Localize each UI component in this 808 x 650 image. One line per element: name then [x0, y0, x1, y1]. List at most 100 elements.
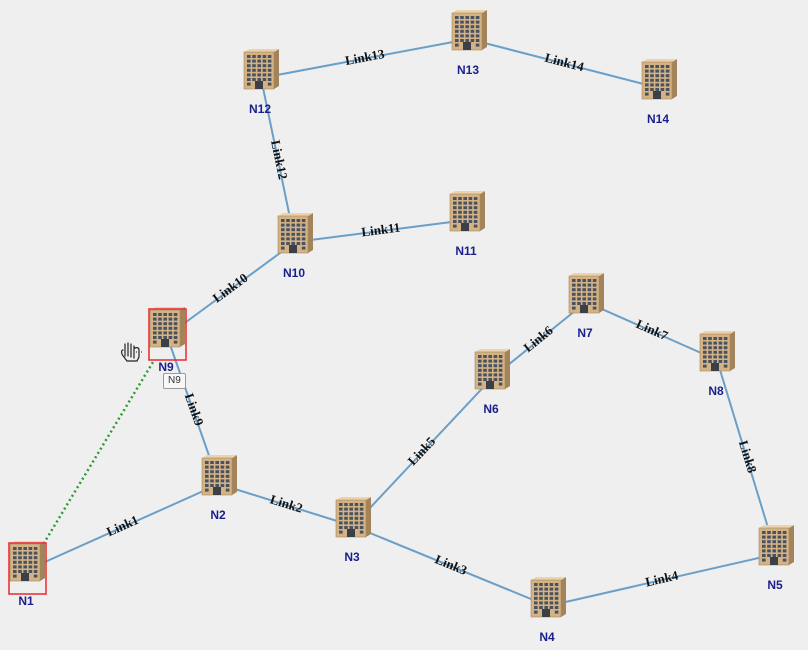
link-line[interactable] [585, 301, 718, 361]
building-window [460, 16, 464, 19]
link-label: Link9 [182, 391, 207, 428]
building-window [13, 570, 17, 573]
building-window [205, 479, 209, 483]
building-window [215, 474, 219, 478]
link-link5[interactable]: Link5 [352, 377, 493, 527]
link-line[interactable] [547, 553, 777, 607]
node-n12[interactable]: N12 [243, 49, 279, 116]
link-link14[interactable]: Link14 [468, 38, 660, 89]
building-door [486, 381, 494, 389]
link-label: Link6 [520, 322, 556, 355]
building-window [782, 540, 787, 544]
building-window [220, 484, 225, 487]
building-window [488, 364, 492, 368]
building-icon [449, 191, 485, 232]
node-n5[interactable]: N5 [758, 525, 794, 592]
link-link1[interactable]: Link1 [26, 483, 220, 571]
building-window [153, 336, 157, 339]
building-side [308, 213, 313, 253]
building-window [267, 64, 272, 68]
building-window [498, 373, 503, 377]
building-window [483, 368, 487, 372]
building-window [13, 574, 17, 578]
node-n4[interactable]: N4 [530, 577, 566, 644]
node-n8[interactable]: N8 [699, 331, 735, 398]
link-link3[interactable]: Link3 [352, 525, 549, 607]
building-window [473, 206, 478, 210]
link-link11[interactable]: Link11 [294, 219, 468, 243]
node-n9[interactable]: N9 [148, 307, 187, 374]
link-link2[interactable]: Link2 [218, 483, 354, 527]
building-window [458, 201, 462, 205]
building-window [592, 288, 597, 292]
building-window [544, 583, 548, 586]
building-window [262, 55, 267, 58]
link-label: Link5 [405, 433, 439, 468]
building-window [458, 215, 462, 219]
building-window [465, 20, 469, 24]
building-window [465, 25, 469, 29]
building-window [577, 297, 581, 301]
link-link13[interactable]: Link13 [260, 38, 470, 79]
building-side [561, 577, 566, 617]
building-window [463, 210, 467, 214]
node-n11[interactable]: N11 [449, 191, 485, 258]
link-link8[interactable]: Link8 [716, 359, 777, 555]
building-window [158, 322, 162, 326]
node-n7[interactable]: N7 [568, 273, 604, 340]
building-window [498, 368, 503, 372]
building-window [534, 592, 538, 596]
building-window [534, 610, 538, 614]
building-window [723, 346, 728, 350]
building-window [225, 488, 230, 492]
link-line[interactable] [352, 525, 549, 607]
building-window [544, 596, 548, 600]
link-link4[interactable]: Link4 [547, 553, 777, 607]
building-window [777, 531, 782, 534]
link-line[interactable] [26, 483, 220, 571]
building-window [215, 470, 219, 474]
building-window [498, 355, 503, 358]
link-label: Link11 [360, 220, 401, 240]
building-window [772, 554, 776, 557]
link-line[interactable] [260, 38, 470, 79]
building-window [650, 78, 654, 82]
building-window [453, 206, 457, 210]
building-window [173, 336, 178, 339]
building-window [475, 43, 480, 47]
link-line[interactable] [716, 359, 777, 555]
building-window [286, 223, 290, 227]
node-n6[interactable]: N6 [474, 349, 510, 416]
node-label: N7 [577, 326, 593, 340]
link-line[interactable] [352, 377, 493, 527]
building-window [713, 346, 717, 350]
building-window [488, 373, 492, 377]
building-window [163, 322, 167, 326]
link-line[interactable] [218, 483, 354, 527]
building-window [498, 359, 503, 363]
node-n3[interactable]: N3 [335, 497, 371, 564]
link-link7[interactable]: Link7 [585, 301, 718, 361]
building-window [267, 82, 272, 86]
node-n1[interactable]: N1 [8, 541, 47, 608]
node-n13[interactable]: N13 [451, 10, 487, 77]
building-window [703, 337, 707, 340]
node-n2[interactable]: N2 [201, 455, 237, 522]
building-window [252, 73, 256, 77]
node-n14[interactable]: N14 [641, 59, 677, 126]
building-window [572, 288, 576, 292]
building-window [645, 69, 649, 73]
building-window [168, 336, 173, 339]
building-window [173, 317, 178, 321]
link-line[interactable] [468, 38, 660, 89]
building-door [653, 91, 661, 99]
building-window [665, 65, 670, 68]
node-n10[interactable]: N10 [277, 213, 313, 280]
building-window [592, 283, 597, 287]
link-line[interactable] [294, 219, 468, 243]
building-window [655, 88, 659, 91]
link-line[interactable] [166, 241, 296, 337]
building-window [262, 64, 267, 68]
